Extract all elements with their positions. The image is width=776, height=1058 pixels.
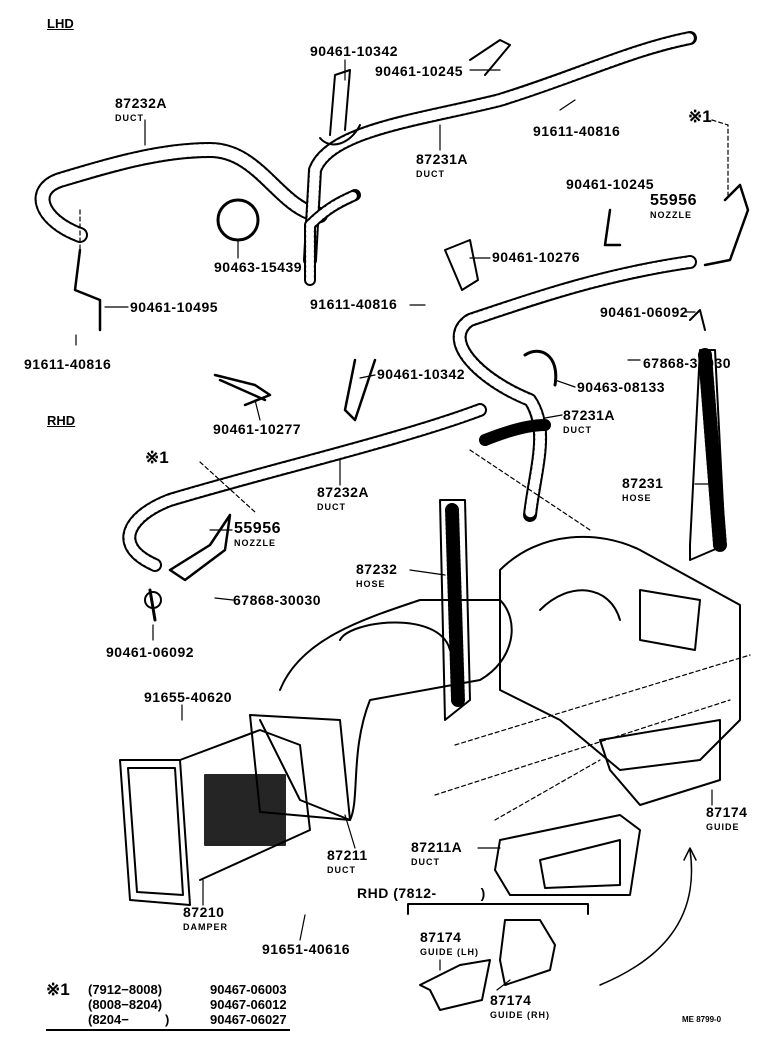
variant-label: RHD (7812- ) [357,885,486,901]
part-label: 90461-10277 [213,421,302,437]
footnote-range: (8008−8204) [88,997,163,1012]
footnote-part: 90467-06027 [210,1012,287,1027]
damper-87210 [119,729,311,906]
part-label: 90461-06092 [600,304,689,320]
section-lhd: LHD [47,16,74,31]
footnote-ref: ※1 [145,448,169,467]
part-label: 91611-40816 [310,296,398,312]
duct-87211 [249,599,513,821]
duct-87231a-rhd [452,255,697,522]
part-label: 91655-40620 [144,689,233,705]
footnote-range: (7912−8008) [88,982,163,997]
part-label: 90461-06092 [106,644,195,660]
duct-87232a-rhd [122,403,487,572]
drawing-code: ME 8799-0 [682,1015,722,1024]
footnote-ref: ※1 [688,107,712,126]
footnote-part: 90467-06003 [210,982,287,997]
part-label: 90463-15439 [214,259,303,275]
heater-unit [499,535,741,806]
section-rhd: RHD [47,413,76,428]
part-label: 91651-40616 [262,941,351,957]
duct-87232a-lhd [34,142,328,243]
footnote-part: 90467-06012 [210,997,287,1012]
part-label: 90461-10495 [130,299,219,315]
duct-87231a-lhd [303,31,697,286]
part-label: 67868-30030 [233,592,322,608]
part-label: 67868-30030 [643,355,732,371]
part-label: 90463-08133 [577,379,666,395]
part-label: 90461-10276 [492,249,581,265]
part-label: 91611-40816 [533,123,621,139]
part-label: 90461-10245 [375,63,464,79]
footnote-mark: ※1 [46,980,70,999]
part-label: 90461-10245 [566,176,655,192]
footnote-range: (8204− ) [88,1012,170,1027]
part-label: 90461-10342 [377,366,466,382]
part-label: 91611-40816 [24,356,112,372]
part-label: 90461-10342 [310,43,399,59]
footnote: ※1 (7912−8008) 90467-06003 (8008−8204) 9046… [46,980,290,1031]
